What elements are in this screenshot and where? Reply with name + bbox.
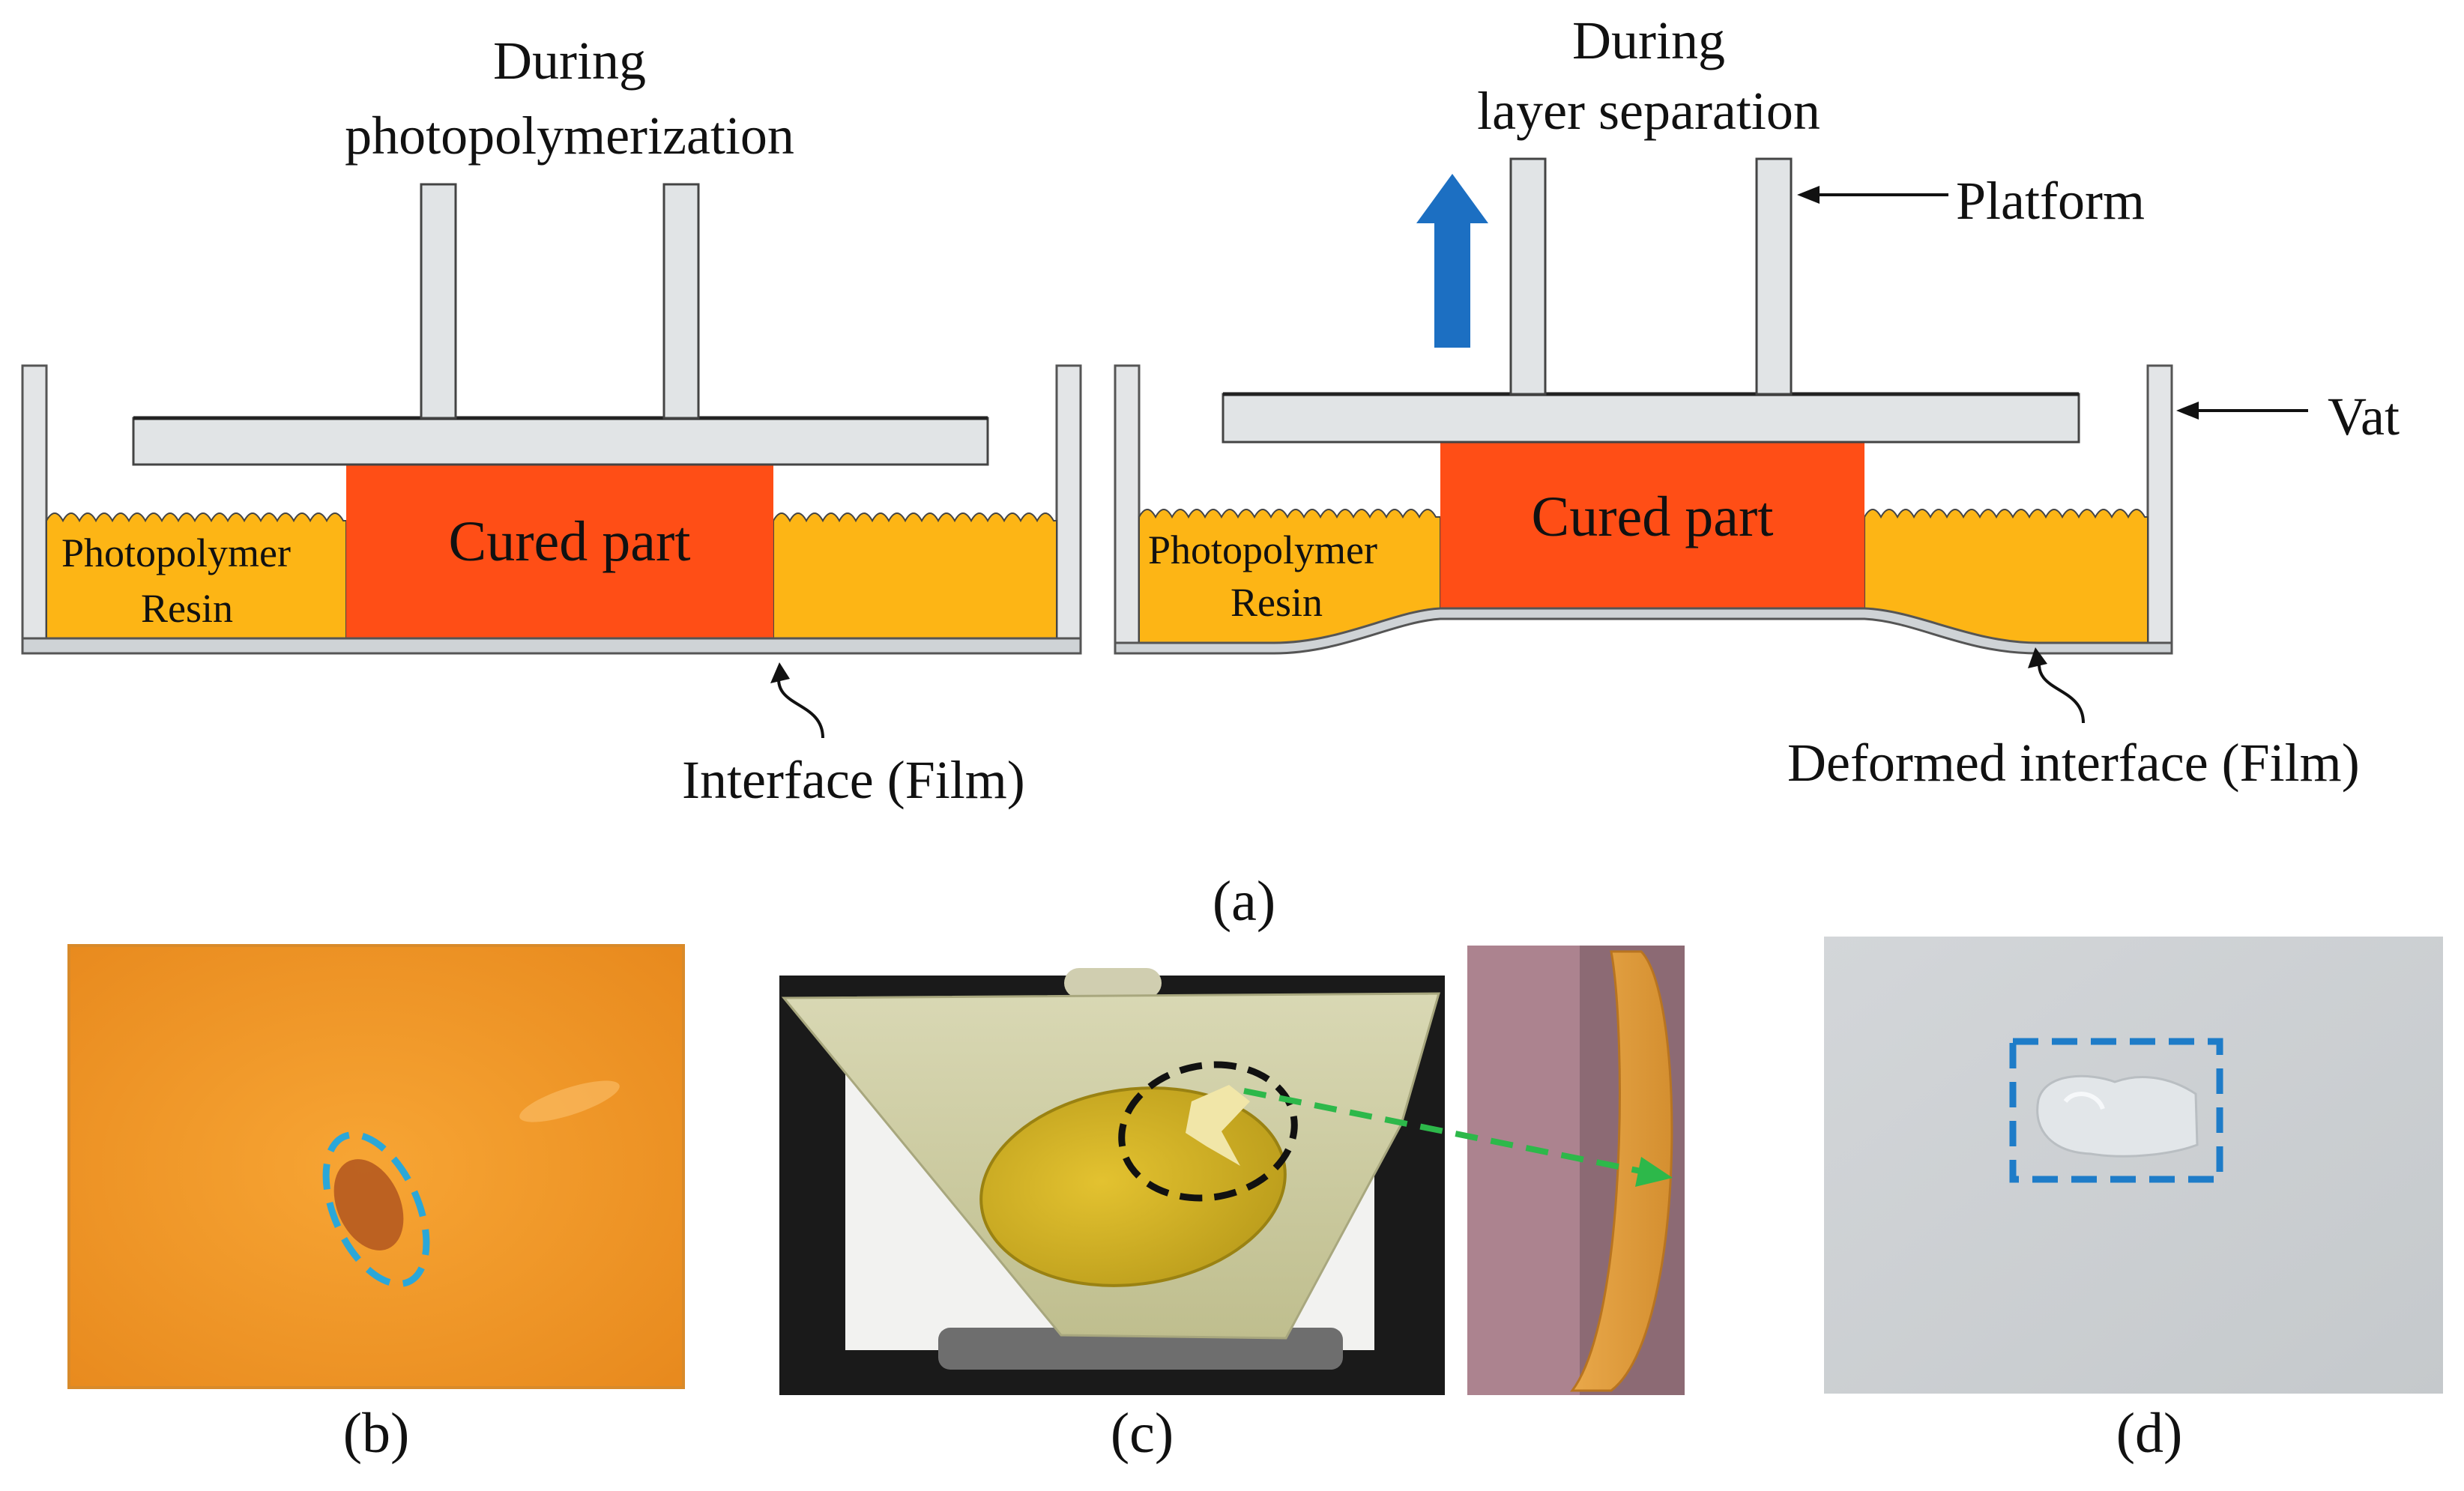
photo-d-residue-shine bbox=[2063, 1092, 2105, 1110]
platform-pointer-arrowhead bbox=[1797, 186, 1820, 204]
right-resin-left bbox=[1138, 509, 1441, 647]
left-platform-post-2 bbox=[662, 183, 700, 420]
right-vat-wall-right bbox=[2146, 364, 2173, 653]
photo-c-inset-film bbox=[1467, 946, 1580, 1395]
up-arrow-icon bbox=[1416, 174, 1488, 348]
right-platform-plate bbox=[1222, 393, 2080, 444]
left-resin-line2: Resin bbox=[141, 586, 233, 631]
left-film bbox=[21, 637, 1082, 655]
photo-c-green-arrowhead bbox=[1635, 1157, 1673, 1187]
right-resin-line2: Resin bbox=[1231, 580, 1323, 625]
vat-label: Vat bbox=[2328, 387, 2400, 447]
right-deformed-leader bbox=[2038, 657, 2085, 724]
left-platform-post-1 bbox=[420, 183, 457, 420]
right-deformed-film bbox=[1114, 607, 2173, 655]
left-vat-wall-right bbox=[1055, 364, 1082, 653]
right-platform-post-2 bbox=[1755, 157, 1793, 396]
right-resin-right bbox=[1864, 509, 2149, 647]
left-cured-part bbox=[346, 465, 773, 638]
right-vat-wall-left bbox=[1114, 364, 1141, 653]
left-interface-arrowhead bbox=[770, 662, 790, 683]
right-resin-line1: Photopolymer bbox=[1148, 527, 1377, 572]
right-cured-label: Cured part bbox=[1532, 486, 1774, 548]
right-title-line2: layer separation bbox=[1477, 81, 1820, 141]
caption-d: (d) bbox=[2116, 1402, 2183, 1465]
photo-c-glass-trapezoid-shadow bbox=[1064, 968, 1162, 998]
left-title-line1: During bbox=[493, 31, 646, 91]
left-platform-plate bbox=[132, 417, 989, 466]
left-title-line2: photopolymerization bbox=[345, 106, 794, 166]
photo-c-highlight-ellipse bbox=[1118, 1061, 1298, 1202]
photo-b-highlight-ellipse bbox=[322, 1131, 430, 1287]
caption-c: (c) bbox=[1111, 1402, 1174, 1465]
deformed-label: Deformed interface (Film) bbox=[1787, 733, 2360, 793]
caption-b: (b) bbox=[343, 1402, 410, 1465]
platform-label: Platform bbox=[1956, 171, 2145, 231]
photo-c-inset-disk bbox=[1570, 950, 1673, 1392]
right-cured-part bbox=[1440, 442, 1864, 608]
left-resin-left bbox=[46, 512, 347, 653]
photo-d bbox=[1824, 937, 2443, 1394]
photo-b-defect bbox=[333, 1159, 404, 1250]
left-interface-leader bbox=[777, 672, 824, 739]
right-title-line1: During bbox=[1572, 10, 1725, 70]
left-resin-right bbox=[773, 512, 1057, 653]
caption-a: (a) bbox=[1213, 870, 1275, 933]
vat-pointer-arrowhead bbox=[2176, 402, 2199, 420]
photo-c-fracture bbox=[1186, 1085, 1250, 1166]
left-resin-line1: Photopolymer bbox=[61, 530, 291, 575]
photo-b bbox=[67, 944, 685, 1389]
photo-b-glare bbox=[519, 1080, 620, 1122]
left-vat-wall-left bbox=[21, 364, 48, 653]
left-interface-label: Interface (Film) bbox=[682, 750, 1025, 810]
left-cured-label: Cured part bbox=[449, 510, 691, 573]
photo-c bbox=[779, 946, 1685, 1395]
photo-d-background bbox=[1824, 937, 2443, 1394]
right-platform-post-1 bbox=[1509, 157, 1547, 396]
right-deformed-arrowhead bbox=[2028, 647, 2047, 668]
right-diagram bbox=[1114, 157, 2308, 724]
left-diagram bbox=[21, 183, 1082, 739]
photo-b-frame bbox=[67, 944, 685, 1389]
photo-d-highlight-rect bbox=[2009, 1038, 2223, 1183]
photo-d-residue bbox=[2036, 1074, 2199, 1158]
